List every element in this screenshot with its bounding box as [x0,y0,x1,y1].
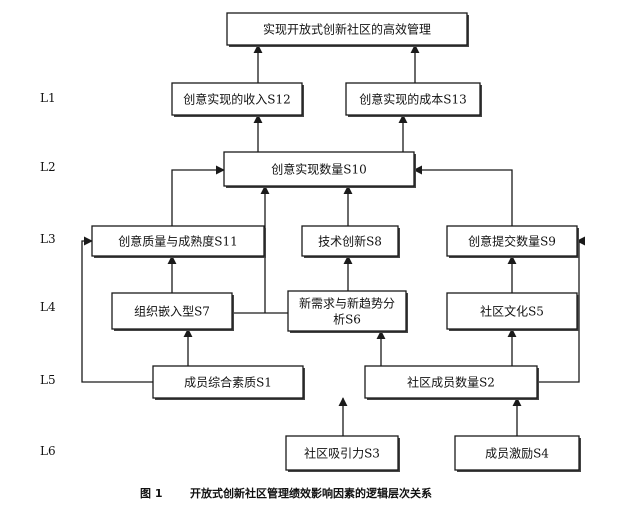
node-box [91,225,265,257]
node-label: 新需求与新趋势分 [299,296,395,311]
node-s1: 成员综合素质S1 [152,365,305,400]
node-label: 成员激励S4 [485,447,549,461]
node-box [111,292,233,330]
connector-arrow [81,236,153,383]
node-label: 实现开放式创新社区的高效管理 [263,22,431,37]
node-box [446,225,578,257]
level-label-l1: L1 [40,91,56,105]
node-s8: 技术创新S8 [301,225,400,258]
node-goal: 实现开放式创新社区的高效管理 [226,12,469,47]
node-label: 成员综合素质S1 [184,375,272,390]
node-label: 创意质量与成熟度S11 [118,234,238,249]
level-label-l3: L3 [40,232,56,246]
node-label: 创意实现数量S10 [271,162,367,177]
node-box [446,292,578,330]
node-label: 创意实现的成本S13 [359,92,467,107]
node-box [152,365,304,399]
node-s12: 创意实现的收入S12 [171,82,304,117]
level-label-l6: L6 [40,444,56,458]
node-s7: 组织嵌入型S7 [111,292,234,331]
node-label: 析S6 [333,313,361,327]
node-label: 社区吸引力S3 [304,446,380,461]
connector-arrow [413,165,513,226]
node-label: 创意提交数量S9 [468,234,556,249]
node-label: 社区成员数量S2 [407,375,495,390]
level-label-l4: L4 [40,300,56,314]
node-label: 社区文化S5 [480,304,544,319]
node-label: 创意实现的收入S12 [183,92,291,107]
node-s10: 创意实现数量S10 [223,151,416,188]
node-box [226,12,468,46]
connector-arrow [171,165,225,226]
node-label: 技术创新S8 [318,234,382,249]
node-s2: 社区成员数量S2 [364,365,539,400]
node-s3: 社区吸引力S3 [285,435,400,472]
node-s5: 社区文化S5 [446,292,579,331]
caption-label: 图 1 [140,487,162,500]
node-s9: 创意提交数量S9 [446,225,579,258]
node-label: 组织嵌入型S7 [134,305,210,319]
node-s4: 成员激励S4 [454,435,581,472]
caption-title: 开放式创新社区管理绩效影响因素的逻辑层次关系 [190,486,432,500]
level-label-l2: L2 [40,160,56,174]
node-box [285,435,399,471]
node-box [287,290,407,332]
node-box [223,151,415,187]
node-s13: 创意实现的成本S13 [345,82,482,117]
node-box [301,225,399,257]
edge-layer [81,44,586,436]
node-box [454,435,580,471]
level-label-l5: L5 [40,373,56,387]
node-box [364,365,538,399]
node-s11: 创意质量与成熟度S11 [91,225,266,258]
node-box [171,82,303,116]
figure-caption: 图 1 开放式创新社区管理绩效影响因素的逻辑层次关系 [140,486,432,500]
node-box [345,82,481,116]
